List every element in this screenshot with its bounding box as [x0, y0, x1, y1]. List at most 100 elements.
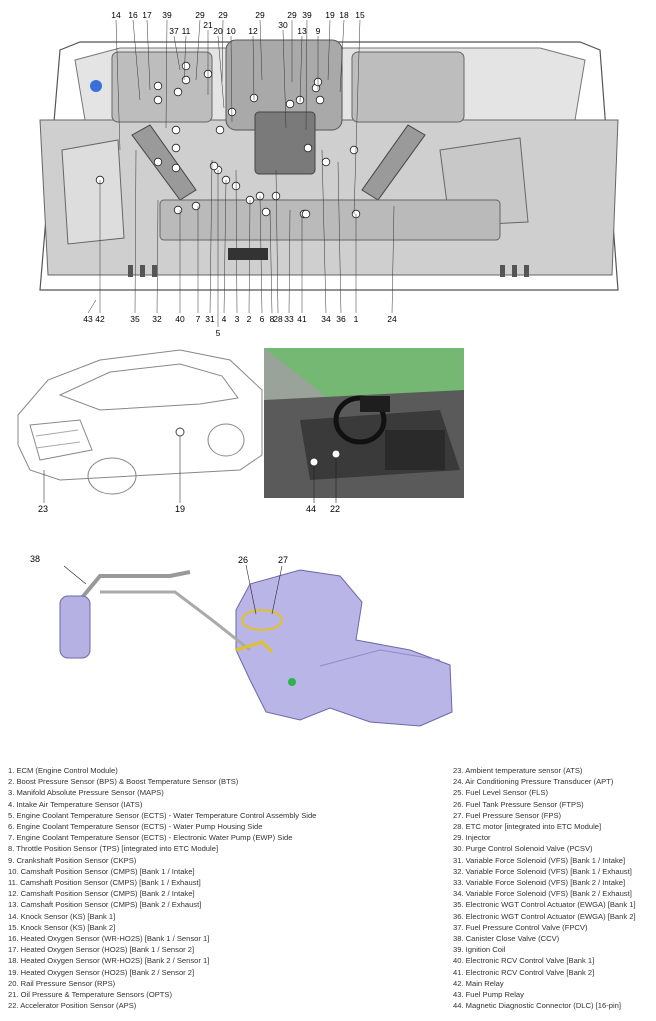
engine-callout-bottom-31: 31 [205, 314, 215, 324]
legend-right-item: 35. Electronic WGT Control Actuator (EWG… [453, 900, 636, 910]
engine-leader-top [327, 19, 331, 81]
engine-leader-top [252, 35, 255, 101]
engine-callout-top-10: 10 [226, 26, 236, 36]
legend-left-item: 10. Camshaft Position Sensor (CMPS) [Ban… [8, 866, 195, 876]
legend-left-item: 1. ECM (Engine Control Module) [8, 766, 118, 775]
engine-callout-top-12: 12 [248, 26, 258, 36]
legend-right-item: 34. Variable Force Solenoid (VFS) [Bank … [453, 889, 632, 899]
engine-callout-bottom-6: 6 [260, 314, 265, 324]
engine-leader-top [221, 19, 224, 83]
engine-callout-bottom-3: 3 [235, 314, 240, 324]
engine-leader-top [173, 35, 181, 71]
engine-callout-top-21: 21 [203, 20, 213, 30]
legend-left-item: 14. Knock Sensor (KS) [Bank 1] [8, 911, 116, 921]
legend-left-item: 6. Engine Coolant Temperature Sensor (EC… [8, 822, 263, 832]
legend-left-column: 1. ECM (Engine Control Module) 2. Boost P… [8, 765, 418, 1011]
legend-right-item: 42. Main Relay [453, 978, 504, 988]
engine-callout-bottom-7: 7 [196, 314, 201, 324]
engine-leader-bottom [134, 149, 137, 314]
legend-right-item: 36. Electronic WGT Control Actuator (EWG… [453, 911, 636, 921]
engine-leader-bottom [223, 179, 227, 314]
engine-leader-top [305, 19, 308, 131]
legend-left-item: 18. Heated Oxygen Sensor (WR-HO2S) [Bank… [8, 956, 210, 966]
legend-left-item: 9. Crankshaft Position Sensor (CKPS) [8, 855, 137, 865]
engine-callout-bottom-42: 42 [95, 314, 105, 324]
engine-callout-bottom-2: 2 [247, 314, 252, 324]
engine-leader-bottom [259, 195, 263, 314]
engine-marker-31 [209, 161, 219, 171]
engine-callout-bottom-5: 5 [216, 328, 221, 338]
callout-38: 38 [30, 554, 40, 564]
engine-leader-top [282, 29, 287, 129]
engine-leader-bottom [288, 209, 291, 314]
engine-callout-bottom-4: 4 [222, 314, 227, 324]
engine-marker-11 [181, 75, 191, 85]
engine-callout-bottom-41: 41 [297, 314, 307, 324]
legend-right-item: 26. Fuel Tank Pressure Sensor (FTPS) [453, 799, 584, 809]
engine-leader-top [339, 19, 345, 93]
vehicle-exterior-illustration [17, 349, 263, 503]
legend-right-item: 30. Purge Control Solenoid Valve (PCSV) [453, 844, 593, 854]
engine-callout-bottom-43: 43 [83, 314, 93, 324]
engine-callout-top-29: 29 [255, 10, 265, 20]
engine-callout-top-29: 29 [218, 10, 228, 20]
engine-marker-28 [261, 207, 271, 217]
engine-leader-top [217, 35, 225, 109]
engine-marker-18 [315, 95, 325, 105]
engine-callout-top-15: 15 [355, 10, 365, 20]
legend-left-item: 5. Engine Coolant Temperature Sensor (EC… [8, 810, 317, 820]
engine-callout-bottom-28: 28 [273, 314, 283, 324]
engine-marker-34 [321, 157, 331, 167]
engine-marker-37 [181, 61, 191, 71]
legend-left-item: 16. Heated Oxygen Sensor (WR-HO2S) [Bank… [8, 934, 210, 944]
engine-callout-bottom-8: 8 [270, 314, 275, 324]
legend-left-item: 7. Engine Coolant Temperature Sensor (EC… [8, 833, 293, 843]
engine-callout-top-20: 20 [213, 26, 223, 36]
legend-left-item: 2. Boost Pressure Sensor (BPS) & Boost T… [8, 777, 239, 787]
engine-callout-bottom-36: 36 [336, 314, 346, 324]
engine-marker-35 [171, 163, 181, 173]
engine-callout-bottom-35: 35 [130, 314, 140, 324]
legend-left-item: 13. Camshaft Position Sensor (CMPS) [Ban… [8, 900, 202, 910]
callout-22: 22 [330, 504, 340, 514]
engine-callout-bottom-1: 1 [354, 314, 359, 324]
legend-right-item: 31. Variable Force Solenoid (VFS) [Bank … [453, 855, 626, 865]
callout-23: 23 [38, 504, 48, 514]
engine-leader-bottom [321, 149, 327, 314]
legend-right-item: 27. Fuel Pressure Sensor (FPS) [453, 810, 562, 820]
fuel-tank-illustration [59, 564, 453, 727]
engine-callout-top-29: 29 [195, 10, 205, 20]
engine-callout-top-37: 37 [169, 26, 179, 36]
legend-right-item: 37. Fuel Pressure Control Valve (FPCV) [453, 922, 588, 932]
engine-callout-top-30: 30 [278, 20, 288, 30]
engine-leader-bottom [269, 209, 273, 314]
legend-right-column: 23. Ambient temperature sensor (ATS)24. … [453, 765, 653, 1011]
engine-leader-top [299, 35, 303, 103]
engine-marker-16 [153, 95, 163, 105]
engine-marker-40 [173, 205, 183, 215]
engine-leader-bottom [235, 169, 238, 314]
callout-44: 44 [306, 504, 316, 514]
legend-left-item: 11. Camshaft Position Sensor (CMPS) [Ban… [8, 878, 201, 888]
engine-leader-bottom [209, 159, 213, 314]
engine-callout-top-18: 18 [339, 10, 349, 20]
engine-callout-bottom-32: 32 [152, 314, 162, 324]
engine-callout-leaders [87, 19, 395, 327]
engine-callout-top-11: 11 [182, 26, 191, 36]
engine-callout-top-9: 9 [316, 26, 321, 36]
engine-marker-15 [349, 145, 359, 155]
engine-marker-8 [271, 191, 281, 201]
engine-leader-top [230, 35, 233, 123]
legend-right-item: 33. Variable Force Solenoid (VFS) [Bank … [453, 878, 626, 888]
legend-right-item: 38. Canister Close Valve (CCV) [453, 934, 560, 944]
engine-leader-top [115, 19, 121, 151]
engine-marker-14 [171, 143, 181, 153]
callout-19-vehicle: 19 [175, 504, 185, 514]
legend-left-item: 4. Intake Air Temperature Sensor (IATS) [8, 799, 143, 809]
legend-left-item: 8. Throttle Position Sensor (TPS) [integ… [8, 844, 219, 854]
engine-leader-bottom [156, 199, 159, 314]
engine-marker-36 [303, 143, 313, 153]
legend-left-item: 15. Knock Sensor (KS) [Bank 2] [8, 922, 116, 932]
